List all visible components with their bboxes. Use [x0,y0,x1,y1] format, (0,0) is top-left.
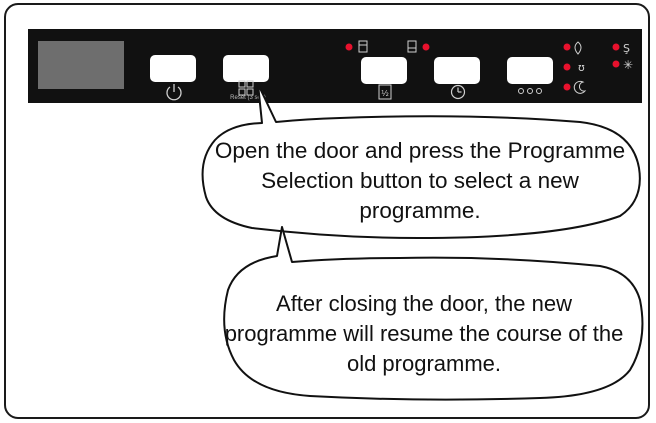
options-icon [518,88,542,94]
power-button[interactable] [150,55,196,82]
intensive-icon: ʊ [578,61,585,74]
programme-leds: ʊ Ş ✳ [563,41,633,94]
power-icon [166,84,182,101]
callout-bubble-top [201,83,641,239]
rinse-aid-indicator [345,40,368,53]
diagram-frame [4,3,650,419]
svg-text:½: ½ [381,89,389,98]
reset-label: Reset (3 sec) [230,95,266,101]
digital-display [38,41,124,89]
night-icon [573,80,587,94]
salt-icon: ✳ [623,58,633,72]
callout-bubble-bottom [223,226,644,401]
callout-top-text: Open the door and press the Programme Se… [214,138,626,223]
options-button[interactable] [507,57,553,84]
tablet-icon: Ş [623,42,630,55]
programme-selection-button[interactable] [223,55,269,82]
half-load-icon: ½ [378,84,392,100]
eco-icon [574,41,582,55]
callout-bottom-text: After closing the door, the new programm… [224,291,624,376]
half-load-button[interactable] [361,57,407,84]
programme-select-icon [238,80,254,96]
salt-indicator [407,40,430,53]
delay-timer-button[interactable] [434,57,480,84]
delay-timer-icon [450,84,466,100]
